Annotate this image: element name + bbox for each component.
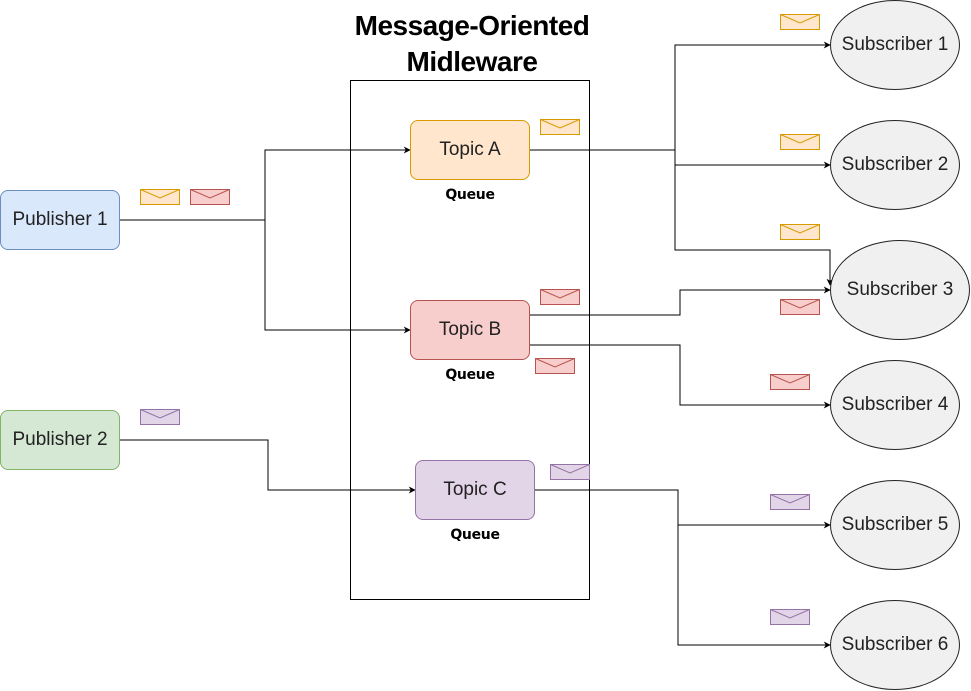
envelope-icon <box>535 358 575 374</box>
subscriber-2-label: Subscriber 2 <box>841 154 949 175</box>
topic-a-label: Topic A <box>439 139 501 160</box>
edge-topicA-sub2 <box>674 150 831 169</box>
subscriber-3-label: Subscriber 3 <box>846 279 954 300</box>
topic-b-queue-label: Queue <box>445 367 495 383</box>
envelope-icon <box>770 494 810 510</box>
topic-c-label: Topic C <box>443 479 507 500</box>
envelope-icon <box>540 289 580 305</box>
subscriber-6-label: Subscriber 6 <box>841 634 949 655</box>
envelope-icon <box>540 119 580 135</box>
envelope-icon <box>140 189 180 205</box>
subscriber-1[interactable]: Subscriber 1 <box>830 0 960 90</box>
title-line-1: Message-Oriented <box>354 10 590 41</box>
edge-topicA-sub3 <box>674 165 834 286</box>
title-line-2: Midleware <box>406 46 538 77</box>
publisher-2[interactable]: Publisher 2 <box>0 410 120 470</box>
edge-topicC-sub5 <box>525 489 831 529</box>
edge-topicA-sub1 <box>520 41 831 151</box>
envelope-icon <box>140 409 180 425</box>
topic-b-label: Topic B <box>438 319 502 340</box>
subscriber-2[interactable]: Subscriber 2 <box>830 120 960 210</box>
envelope-icon <box>550 464 590 480</box>
middleware-container <box>350 80 590 600</box>
topic-c[interactable]: Topic C <box>415 460 535 520</box>
subscriber-4-label: Subscriber 4 <box>841 394 949 415</box>
edge-topicB-sub4 <box>530 344 831 409</box>
envelope-icon <box>780 14 820 30</box>
topic-b[interactable]: Topic B <box>410 300 530 360</box>
publisher-2-label: Publisher 2 <box>12 429 108 450</box>
subscriber-5[interactable]: Subscriber 5 <box>830 480 960 570</box>
edge-pub2-topicC <box>120 439 416 494</box>
envelope-icon <box>770 374 810 390</box>
edge-topicB-sub3 <box>530 286 831 316</box>
subscriber-5-label: Subscriber 5 <box>841 514 949 535</box>
publisher-1[interactable]: Publisher 1 <box>0 190 120 250</box>
diagram-title: Message-Oriented Midleware <box>322 8 622 80</box>
publisher-1-label: Publisher 1 <box>12 209 108 230</box>
edge-topicC-sub6 <box>677 525 831 649</box>
envelope-icon <box>190 189 230 205</box>
subscriber-4[interactable]: Subscriber 4 <box>830 360 960 450</box>
envelope-icon <box>780 299 820 315</box>
edge-pub1-topicA <box>120 146 411 221</box>
topic-a[interactable]: Topic A <box>410 120 530 180</box>
envelope-icon <box>780 224 820 240</box>
topic-a-queue-label: Queue <box>445 187 495 203</box>
topic-c-queue-label: Queue <box>450 527 500 543</box>
subscriber-1-label: Subscriber 1 <box>841 34 949 55</box>
subscriber-6[interactable]: Subscriber 6 <box>830 600 960 690</box>
envelope-icon <box>780 134 820 150</box>
envelope-icon <box>770 609 810 625</box>
edge-pub1-topicB <box>264 220 411 334</box>
subscriber-3[interactable]: Subscriber 3 <box>830 240 970 340</box>
